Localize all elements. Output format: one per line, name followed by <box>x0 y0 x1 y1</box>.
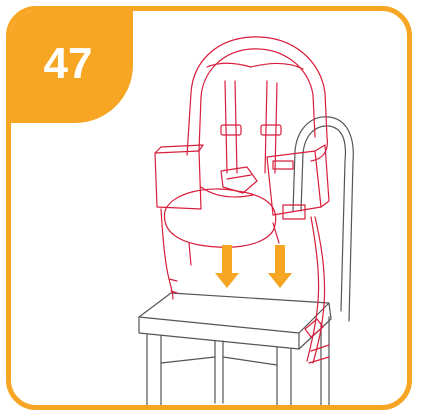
harness-strap-left <box>225 81 237 173</box>
chair-backrest-inner <box>301 126 345 311</box>
seat-adjust-panel <box>273 161 293 169</box>
booster-seat <box>155 37 329 363</box>
seat-armrest-left <box>155 151 201 209</box>
arrow-down-right <box>268 245 292 288</box>
step-frame: 47 <box>6 6 412 410</box>
chair-seat-top <box>139 293 329 333</box>
chair-leg-front-left <box>147 335 161 410</box>
step-number-badge: 47 <box>11 11 133 123</box>
arrow-down-left <box>215 245 239 288</box>
harness-buckle-left <box>221 125 241 135</box>
seat-cushion <box>164 189 275 247</box>
chair-leg-front-right <box>277 347 291 410</box>
chair-leg-back-right <box>321 317 329 406</box>
seat-strap-left <box>161 209 173 299</box>
step-number: 47 <box>44 39 93 89</box>
chair-leg-back-left <box>215 341 223 403</box>
chair <box>139 117 353 410</box>
seat-backrest <box>187 37 327 161</box>
chair-seat-front <box>139 317 299 349</box>
downward-arrows <box>215 245 292 288</box>
harness-buckle-right <box>261 125 281 135</box>
